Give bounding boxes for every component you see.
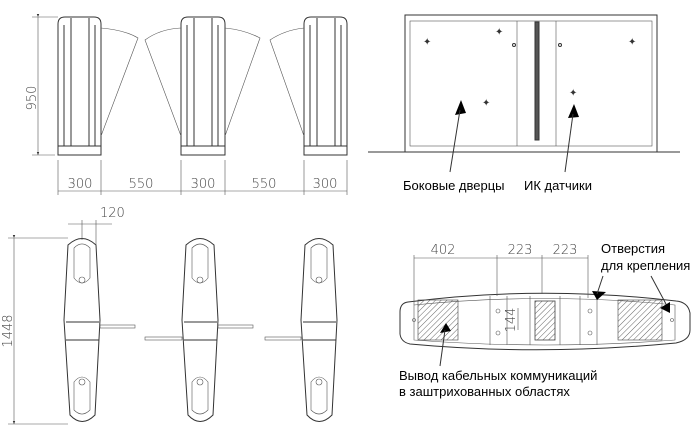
top-view: 1448 120 [1, 206, 338, 425]
sensor-star-icon: ✦ [495, 27, 503, 38]
plan-view: 402 223 223 144 Отверстия для крепления … [399, 241, 691, 399]
width-dim: 300 [68, 177, 93, 192]
height-dim-950: 950 [25, 86, 40, 111]
gap-dim: 550 [129, 177, 154, 192]
label-cable-line2: в заштрихованных областях [399, 384, 570, 399]
plan-dim-402: 402 [431, 243, 456, 258]
label-cable-line1: Вывод кабельных коммуникаций [399, 368, 597, 383]
sensor-star-icon: ✦ [482, 98, 490, 109]
label-side-doors: Боковые дверцы [403, 178, 505, 193]
gap-dim: 550 [252, 177, 277, 192]
side-view: ✦ ✦ ✦ ✦ ✦ Боковые дверцы ИК датчики [368, 14, 680, 193]
plan-dim-144: 144 [504, 308, 519, 333]
plan-dim-223: 223 [553, 243, 578, 258]
arm-dim-120: 120 [100, 206, 125, 221]
sensor-star-icon: ✦ [423, 37, 431, 48]
width-dim: 300 [313, 177, 338, 192]
label-holes-line1: Отверстия [601, 241, 665, 256]
sensor-star-icon: ✦ [628, 37, 636, 48]
plan-dim-223: 223 [508, 243, 533, 258]
height-dim-1448: 1448 [1, 314, 16, 347]
label-ir-sensors: ИК датчики [524, 178, 592, 193]
label-holes-line2: для крепления [601, 258, 690, 273]
sensor-star-icon: ✦ [569, 88, 577, 99]
width-dim: 300 [191, 177, 216, 192]
front-view: 950 300 550 300 550 300 [25, 14, 348, 195]
